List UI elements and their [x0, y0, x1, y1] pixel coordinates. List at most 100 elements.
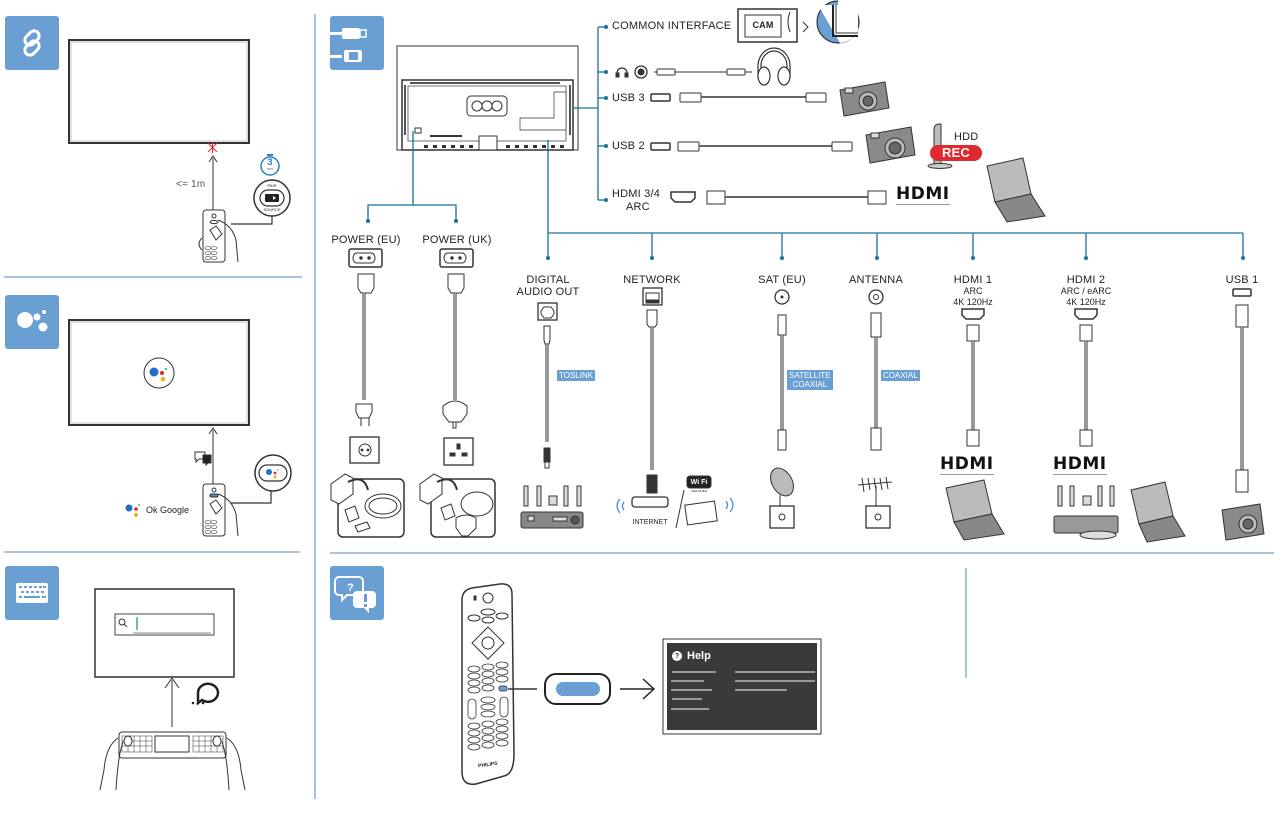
headphone-cable — [654, 68, 752, 76]
headphones — [757, 47, 791, 86]
speech-bubbles-icon — [194, 451, 212, 467]
rec-badge-label: REC — [941, 145, 971, 160]
timer-icon — [260, 154, 280, 176]
connection-dots — [366, 25, 1245, 260]
timer-unit: sec — [266, 166, 274, 171]
tv-screen — [68, 39, 250, 144]
hdmi-logo-1: HDMI — [940, 454, 994, 479]
help-section-tile: ? — [330, 566, 384, 620]
remote-in-hand — [198, 209, 239, 263]
sat-assembly — [769, 289, 795, 529]
digital-audio-label-2: AUDIO OUT — [516, 286, 580, 298]
remote-keyboard — [99, 731, 246, 791]
help-screen-icon-glyph: ? — [674, 653, 680, 660]
remote-control — [461, 583, 515, 785]
cam-slot-callout — [816, 0, 860, 44]
usb1-label: USB 1 — [1225, 274, 1259, 286]
hdmi1-sub2: 4K 120Hz — [953, 297, 993, 307]
connection-lines — [367, 26, 1244, 258]
timer-value: 3 — [267, 157, 273, 167]
usb2-port-cable — [650, 141, 853, 152]
power-eu-label: POWER (EU) — [331, 234, 401, 246]
hdmi1-assembly — [945, 308, 1005, 541]
link-icon — [23, 29, 41, 57]
power-uk-assembly — [419, 248, 496, 538]
voice-section-tile — [5, 295, 59, 349]
hdd-label: HDD — [954, 131, 979, 143]
wifi-certified-text: CERTIFIED — [691, 489, 707, 493]
search-field — [114, 613, 215, 636]
connections-section-tile — [330, 16, 384, 70]
keyboard-section-tile — [5, 566, 59, 620]
network-assembly — [631, 287, 718, 529]
source-button-label: SOURCE — [263, 207, 281, 212]
assistant-screen-icon — [143, 357, 175, 389]
headphone-port — [615, 65, 648, 79]
hdmi-logo-2: HDMI — [1053, 454, 1107, 479]
google-assistant-icon — [17, 310, 48, 332]
rec-badge — [930, 145, 982, 161]
hdmi2-label: HDMI 2 — [1066, 274, 1106, 286]
digital-audio-out-assembly — [520, 302, 584, 529]
cam-card — [737, 8, 809, 43]
help-chat-icon: ? — [334, 576, 376, 613]
sat-label: SAT (EU) — [758, 274, 806, 286]
assistant-button-callout — [254, 454, 292, 492]
camera-usb3 — [839, 81, 890, 117]
divider-voice-keyboard — [4, 551, 300, 553]
hdmi34-sublabel: ARC — [626, 201, 650, 213]
usb1-assembly — [1221, 288, 1265, 541]
help-screen — [662, 638, 822, 735]
internet-label: INTERNET — [632, 519, 668, 526]
remote-in-hand — [202, 483, 239, 537]
svg-text:?: ? — [347, 582, 354, 594]
pair-source-button-callout — [253, 179, 291, 217]
divider-connections-help — [330, 552, 1274, 554]
pairing-distance-label: <= 1m — [176, 179, 206, 190]
antenna-assembly — [857, 289, 893, 529]
tv-back-panel — [396, 45, 579, 151]
digital-audio-label-1: DIGITAL — [526, 274, 570, 286]
arrow-right-icon — [620, 678, 656, 700]
hdmi34-port-cable — [670, 190, 887, 205]
hdmi34-label: HDMI 3/4 — [612, 188, 661, 200]
wifi-waves-icon — [616, 497, 734, 514]
keyboard-icon — [16, 583, 48, 603]
hdmi2-sub1: ARC / eARC — [1060, 286, 1112, 296]
usb3-port-cable — [650, 92, 827, 103]
usb2-label: USB 2 — [612, 140, 645, 152]
hdmi-logo-side: HDMI — [896, 184, 950, 209]
hdmi2-sub2: 4K 120Hz — [1066, 297, 1106, 307]
cables-icon — [330, 28, 367, 62]
antenna-label: ANTENNA — [849, 274, 903, 286]
ir-sensor-icon — [207, 142, 218, 153]
wifi-logo-text: Wi Fi — [690, 479, 708, 486]
coaxial-tag: COAXIAL — [881, 370, 920, 381]
power-uk-label: POWER (UK) — [422, 234, 492, 246]
column-divider — [314, 14, 316, 799]
help-right-divider — [965, 568, 967, 678]
toslink-tag: TOSLINK — [557, 370, 596, 381]
network-label: NETWORK — [623, 274, 681, 286]
laptop-hdmi34 — [986, 157, 1046, 223]
common-interface-label: COMMON INTERFACE — [612, 20, 732, 32]
power-eu-assembly — [330, 248, 405, 538]
ok-google-assistant-icon — [125, 504, 140, 517]
cam-label: CAM — [752, 20, 774, 30]
usb3-label: USB 3 — [612, 92, 645, 104]
divider-pairing-voice — [4, 276, 302, 278]
camera-usb2 — [865, 126, 916, 164]
pair-button-label: PAIR — [267, 183, 277, 188]
hdmi1-sub1: ARC — [963, 286, 983, 296]
pairing-section-tile — [5, 16, 59, 70]
highlighted-button-callout — [544, 673, 611, 705]
chat-bubble-icon — [191, 682, 220, 706]
hdmi2-assembly — [1053, 308, 1186, 543]
help-screen-title: Help — [687, 650, 711, 662]
